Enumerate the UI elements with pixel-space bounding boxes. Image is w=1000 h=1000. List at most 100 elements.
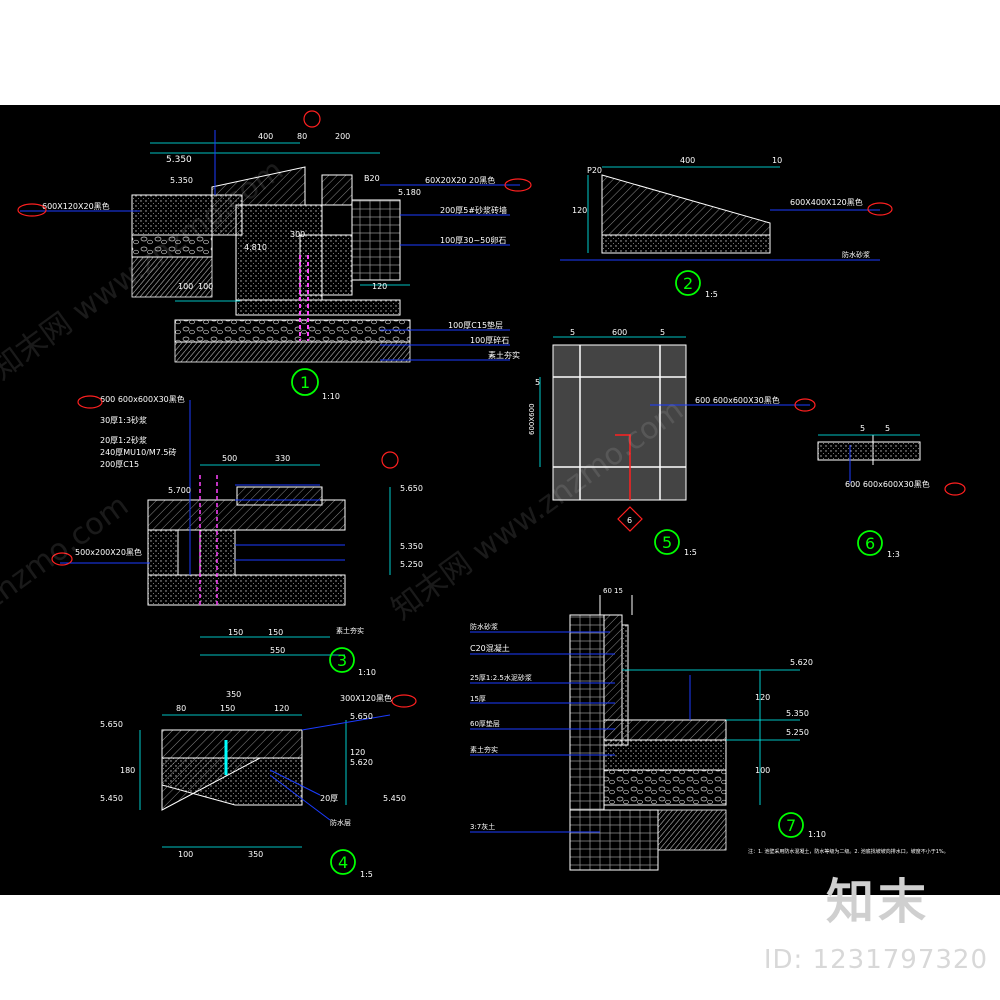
d3-dim-d: 150 bbox=[268, 628, 283, 637]
d7-note: 注：1. 池壁采用防水混凝土，防水等级为二级。2. 池底找坡坡向排水口，坡度不小… bbox=[748, 848, 949, 855]
d2-dim-c: P20 bbox=[587, 166, 602, 175]
d1-label-c: 200厚5#砂浆砖墙 bbox=[440, 205, 507, 215]
d6-dim-b: 5 bbox=[885, 424, 890, 433]
d7-dim-a: 60 bbox=[603, 587, 612, 595]
detail-4-number-text: 4 bbox=[338, 853, 348, 872]
d7-label-f: 素土夯实 bbox=[470, 745, 498, 754]
d4-level-c: 5.620 bbox=[350, 758, 373, 767]
d3-dim-b: 330 bbox=[275, 454, 290, 463]
d1-label-f: 100厚碎石 bbox=[470, 335, 509, 345]
d3-dim-a: 500 bbox=[222, 454, 237, 463]
d1-dim-g: 300 bbox=[290, 230, 305, 239]
d5-dim-e: 600X600 bbox=[528, 403, 536, 435]
detail-7: 60 15 120 100 5.620 5.350 5.250 防水砂浆 C20… bbox=[470, 587, 949, 871]
d5-dim-a: 600 bbox=[612, 328, 627, 337]
d1-label-e: 100厚C15垫层 bbox=[448, 320, 503, 330]
detail-7-number-text: 7 bbox=[786, 816, 796, 835]
d5-dim-c: 5 bbox=[660, 328, 665, 337]
d1-label-a: 600X120X20黑色 bbox=[42, 201, 110, 211]
detail-2-scale: 1:5 bbox=[705, 290, 718, 299]
d1-level-d: 5.180 bbox=[398, 188, 421, 197]
detail-2: 400 10 P20 120 600X400X120黑色 防水砂浆 2 1:5 bbox=[560, 156, 893, 299]
d4-dim-b: 80 bbox=[176, 704, 186, 713]
detail-1-number-text: 1 bbox=[300, 373, 310, 392]
d2-dim-d: 120 bbox=[572, 206, 587, 215]
detail-2-number-text: 2 bbox=[683, 274, 693, 293]
detail-4: 350 80 150 120 180 100 350 120 5.650 5.6… bbox=[100, 690, 417, 879]
cad-detail-drawing: 400 80 200 100 100 B20 300 120 5.350 5.3… bbox=[17, 110, 966, 879]
d7-level-a: 5.620 bbox=[790, 658, 813, 667]
d7-label-b: C20混凝土 bbox=[470, 643, 510, 653]
d4-dim-a: 350 bbox=[226, 690, 241, 699]
d7-label-g: 3:7灰土 bbox=[470, 822, 495, 831]
d1-dim-d: 100 bbox=[178, 282, 193, 291]
d4-label-b: 20厚 bbox=[320, 794, 338, 803]
d5-dim-b: 5 bbox=[570, 328, 575, 337]
detail-5-number-text: 5 bbox=[662, 533, 672, 552]
d3-label-c: 20厚1:2砂浆 bbox=[100, 435, 147, 445]
d3-label-f: 500x200X20黑色 bbox=[75, 547, 142, 557]
detail-3-scale: 1:10 bbox=[358, 668, 376, 677]
d7-dim-d: 100 bbox=[755, 766, 770, 775]
d4-dim-g: 350 bbox=[248, 850, 263, 859]
detail-1: 400 80 200 100 100 B20 300 120 5.350 5.3… bbox=[17, 110, 532, 401]
d4-level-e: 5.450 bbox=[383, 794, 406, 803]
d5-dim-d: 5 bbox=[535, 378, 540, 387]
d1-dim-a: 400 bbox=[258, 132, 273, 141]
detail-3-number bbox=[329, 647, 355, 673]
detail-6-number bbox=[857, 530, 883, 556]
d4-level-d: 5.450 bbox=[100, 794, 123, 803]
d1-level-b: 5.350 bbox=[170, 176, 193, 185]
d1-level-c: 4.810 bbox=[244, 243, 267, 252]
d5-label-a: 600 600x600X30黑色 bbox=[695, 395, 780, 405]
d7-level-c: 5.250 bbox=[786, 728, 809, 737]
drawing-sheet: 400 80 200 100 100 B20 300 120 5.350 5.3… bbox=[0, 105, 1000, 895]
d1-dim-c: 200 bbox=[335, 132, 350, 141]
d3-label-b: 30厚1:3砂浆 bbox=[100, 415, 147, 425]
detail-1-scale: 1:10 bbox=[322, 392, 340, 401]
d1-dim-f: B20 bbox=[364, 174, 380, 183]
d2-label-b: 防水砂浆 bbox=[842, 250, 870, 259]
d4-dim-f: 100 bbox=[178, 850, 193, 859]
d4-level-a: 5.650 bbox=[100, 720, 123, 729]
d3-label-e: 200厚C15 bbox=[100, 460, 139, 469]
d2-label-a: 600X400X120黑色 bbox=[790, 197, 863, 207]
detail-5: 600 5 5 5 600X600 600 600x600X30黑色 6 5 1… bbox=[528, 328, 816, 557]
d4-dim-d: 120 bbox=[274, 704, 289, 713]
d1-label-b: 60X20X20 20黑色 bbox=[425, 175, 495, 185]
d5-marker: 6 bbox=[627, 516, 632, 525]
d3-dim-c: 150 bbox=[228, 628, 243, 637]
d7-label-a: 防水砂浆 bbox=[470, 622, 498, 631]
d4-dim-e: 180 bbox=[120, 766, 135, 775]
detail-5-number bbox=[654, 529, 680, 555]
d7-label-d: 15厚 bbox=[470, 695, 486, 703]
d4-dim-h: 120 bbox=[350, 748, 365, 757]
d3-label-a: 600 600x600X30黑色 bbox=[100, 394, 185, 404]
detail-7-scale: 1:10 bbox=[808, 830, 826, 839]
d3-level-a: 5.700 bbox=[168, 486, 191, 495]
d7-label-c: 25厚1:2.5水泥砂浆 bbox=[470, 673, 532, 682]
d1-dim-b: 80 bbox=[297, 132, 307, 141]
d6-dim-a: 5 bbox=[860, 424, 865, 433]
d3-label-g: 素土夯实 bbox=[336, 626, 364, 635]
d4-label-a: 300X120黑色 bbox=[340, 693, 392, 703]
detail-7-number bbox=[778, 812, 804, 838]
d1-label-g: 素土夯实 bbox=[488, 350, 520, 360]
detail-6: 5 5 600 600x600X30黑色 6 1:3 bbox=[817, 424, 966, 559]
d6-label-a: 600 600x600X30黑色 bbox=[845, 479, 930, 489]
d7-level-b: 5.350 bbox=[786, 709, 809, 718]
d4-level-b: 5.650 bbox=[350, 712, 373, 721]
detail-6-number-text: 6 bbox=[865, 534, 875, 553]
image-id-watermark: ID: 1231797320 bbox=[763, 945, 988, 975]
detail-3-number-text: 3 bbox=[337, 651, 347, 670]
d4-dim-c: 150 bbox=[220, 704, 235, 713]
detail-2-number bbox=[675, 270, 701, 296]
d2-dim-b: 10 bbox=[772, 156, 782, 165]
d3-dim-e: 550 bbox=[270, 646, 285, 655]
d1-level-a: 5.350 bbox=[166, 155, 192, 165]
d3-level-d: 5.250 bbox=[400, 560, 423, 569]
d1-dim-e: 100 bbox=[198, 282, 213, 291]
d7-dim-b: 15 bbox=[614, 587, 623, 595]
detail-5-scale: 1:5 bbox=[684, 548, 697, 557]
d1-label-d: 100厚30~50卵石 bbox=[440, 235, 506, 245]
